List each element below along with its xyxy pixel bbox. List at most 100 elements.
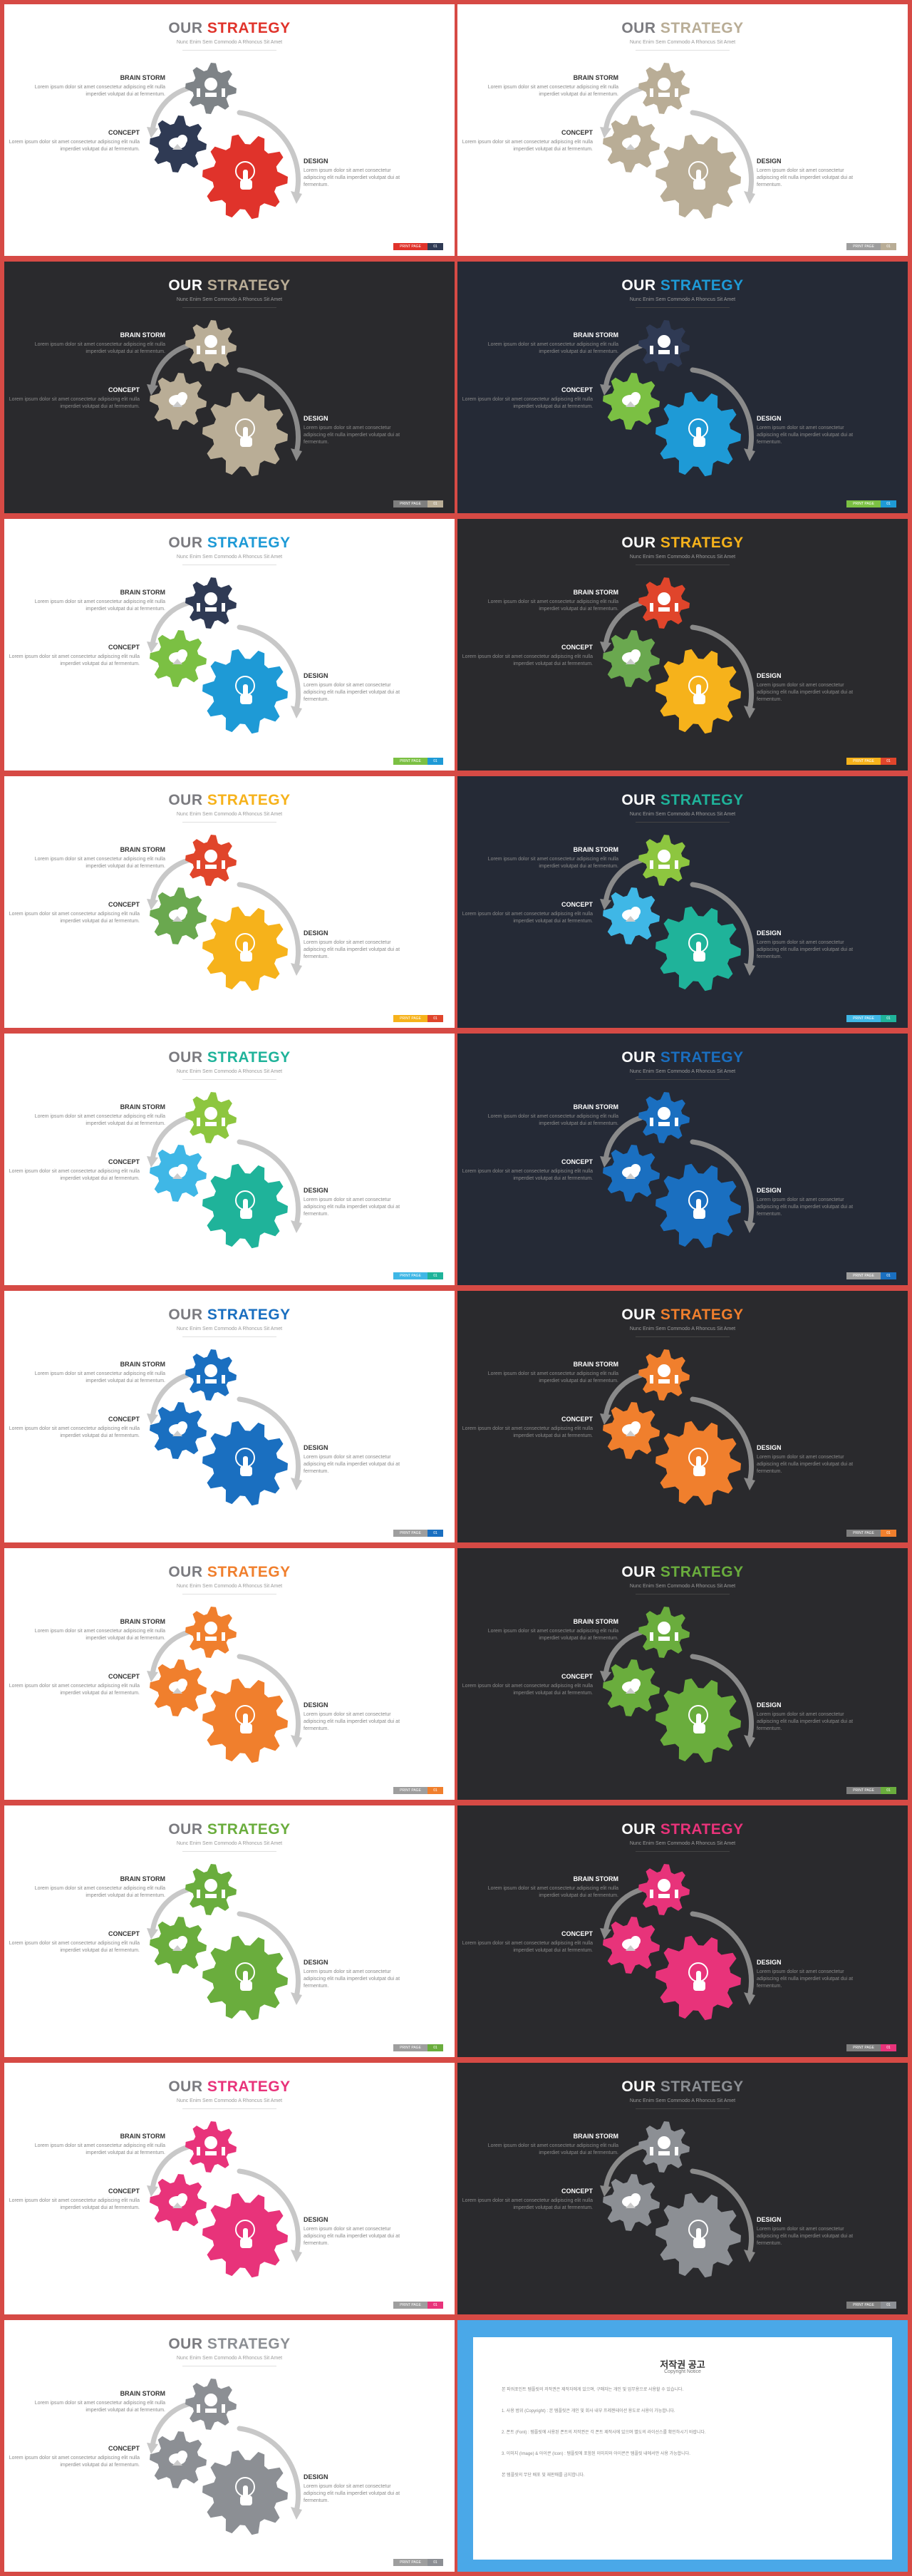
arrow-arc-right — [237, 1396, 301, 1485]
slide-thumbnail-14[interactable]: OUR STRATEGY Nunc Enim Sem Commodo A Rho… — [457, 1548, 908, 1800]
arrow-arc-right — [690, 1654, 755, 1742]
arrow-head-left — [147, 642, 158, 653]
slide-thumbnail-18[interactable]: OUR STRATEGY Nunc Enim Sem Commodo A Rho… — [457, 2063, 908, 2314]
gear-diagram — [600, 320, 755, 477]
design-text: Lorem ipsum dolor sit amet consectetur a… — [304, 2484, 400, 2503]
slide-thumbnail-5[interactable]: OUR STRATEGY Nunc Enim Sem Commodo A Rho… — [4, 519, 455, 771]
concept-text: Lorem ipsum dolor sit amet consectetur a… — [9, 397, 140, 409]
slide-title: OUR STRATEGY — [621, 1564, 744, 1580]
touch-hand-icon — [688, 1190, 708, 1219]
arrow-arc-left — [603, 1629, 644, 1678]
gear-diagram — [600, 2121, 755, 2278]
concept-text: Lorem ipsum dolor sit amet consectetur a… — [9, 1426, 140, 1438]
slide-thumbnail-7[interactable]: OUR STRATEGY Nunc Enim Sem Commodo A Rho… — [4, 776, 455, 1028]
slide-footer: PRINT PAGE 01 — [393, 758, 443, 765]
concept-label: CONCEPT — [561, 1158, 593, 1165]
touch-hand-icon — [235, 2220, 255, 2248]
arrow-head-right — [744, 706, 755, 718]
slide-thumbnail-10[interactable]: OUR STRATEGY Nunc Enim Sem Commodo A Rho… — [457, 1034, 908, 1285]
copyright-slide[interactable]: 저작권 공고 Copyright Notice 본 파워포인트 템플릿의 저작권… — [457, 2320, 908, 2572]
title-divider — [636, 50, 730, 51]
slide-title: OUR STRATEGY — [168, 1821, 291, 1838]
slide-footer: PRINT PAGE 01 — [393, 1787, 443, 1794]
brainstorm-text: Lorem ipsum dolor sit amet consectetur a… — [34, 1629, 165, 1641]
copyright-paragraph: 본 템플릿의 무단 배포 및 재판매를 금지합니다. — [502, 2473, 585, 2478]
slide-footer: PRINT PAGE 01 — [393, 1530, 443, 1537]
concept-text: Lorem ipsum dolor sit amet consectetur a… — [9, 1684, 140, 1696]
design-label: DESIGN — [304, 1701, 328, 1709]
brainstorm-text: Lorem ipsum dolor sit amet consectetur a… — [487, 1886, 618, 1898]
touch-hand-icon — [235, 676, 255, 704]
slide-thumbnail-15[interactable]: OUR STRATEGY Nunc Enim Sem Commodo A Rho… — [4, 1805, 455, 2057]
slide-title: OUR STRATEGY — [168, 535, 291, 551]
slide-subtitle: Nunc Enim Sem Commodo A Rhoncus Sit Amet — [176, 1326, 283, 1331]
slide-subtitle: Nunc Enim Sem Commodo A Rhoncus Sit Amet — [629, 1584, 736, 1589]
slide-thumbnail-17[interactable]: OUR STRATEGY Nunc Enim Sem Commodo A Rho… — [4, 2063, 455, 2314]
cloud-upload-icon — [622, 649, 641, 664]
touch-hand-icon — [688, 1448, 708, 1476]
footer-label: PRINT PAGE — [393, 2044, 428, 2051]
slide-thumbnail-6[interactable]: OUR STRATEGY Nunc Enim Sem Commodo A Rho… — [457, 519, 908, 771]
brainstorm-label: BRAIN STORM — [120, 589, 165, 596]
concept-label: CONCEPT — [561, 1673, 593, 1680]
concept-label: CONCEPT — [108, 386, 140, 393]
cloud-upload-icon — [622, 135, 641, 150]
concept-label: CONCEPT — [108, 1673, 140, 1680]
footer-label: PRINT PAGE — [393, 1015, 428, 1022]
title-divider — [636, 1336, 730, 1337]
arrow-head-right — [744, 448, 755, 461]
design-label: DESIGN — [304, 1959, 328, 1966]
lightbulb-people-icon — [650, 1622, 678, 1641]
concept-label: CONCEPT — [561, 1416, 593, 1423]
slide-thumbnail-11[interactable]: OUR STRATEGY Nunc Enim Sem Commodo A Rho… — [4, 1291, 455, 1542]
slide-thumbnail-19[interactable]: OUR STRATEGY Nunc Enim Sem Commodo A Rho… — [4, 2320, 455, 2572]
brainstorm-label: BRAIN STORM — [573, 1875, 618, 1882]
design-text: Lorem ipsum dolor sit amet consectetur a… — [304, 1712, 400, 1731]
slide-thumbnail-12[interactable]: OUR STRATEGY Nunc Enim Sem Commodo A Rho… — [457, 1291, 908, 1542]
copyright-paragraph: 본 파워포인트 템플릿의 저작권은 제작자에게 있으며, 구매자는 개인 및 업… — [502, 2388, 684, 2392]
slide-thumbnail-4[interactable]: OUR STRATEGY Nunc Enim Sem Commodo A Rho… — [457, 262, 908, 513]
cloud-upload-icon — [169, 1936, 187, 1951]
arrow-head-right — [744, 2250, 755, 2262]
concept-label: CONCEPT — [561, 386, 593, 393]
slide-thumbnail-9[interactable]: OUR STRATEGY Nunc Enim Sem Commodo A Rho… — [4, 1034, 455, 1285]
design-text: Lorem ipsum dolor sit amet consectetur a… — [304, 1197, 400, 1217]
touch-hand-icon — [235, 1190, 255, 1219]
gear-diagram — [147, 2379, 302, 2535]
arrow-arc-right — [690, 882, 755, 970]
touch-hand-icon — [235, 1448, 255, 1476]
slide-thumbnail-3[interactable]: OUR STRATEGY Nunc Enim Sem Commodo A Rho… — [4, 262, 455, 513]
slide-title: OUR STRATEGY — [621, 792, 744, 808]
slide-subtitle: Nunc Enim Sem Commodo A Rhoncus Sit Amet — [629, 812, 736, 817]
arrow-arc-right — [237, 367, 301, 455]
arrow-head-right — [744, 1735, 755, 1748]
title-divider — [182, 1851, 276, 1852]
brainstorm-text: Lorem ipsum dolor sit amet consectetur a… — [487, 1114, 618, 1126]
slide-thumbnail-8[interactable]: OUR STRATEGY Nunc Enim Sem Commodo A Rho… — [457, 776, 908, 1028]
arrow-head-right — [744, 191, 755, 204]
design-label: DESIGN — [304, 1187, 328, 1194]
lightbulb-people-icon — [197, 592, 225, 612]
design-label: DESIGN — [304, 158, 328, 165]
slide-thumbnail-1[interactable]: OUR STRATEGY Nunc Enim Sem Commodo A Rho… — [4, 4, 455, 256]
gear-diagram — [147, 1092, 302, 1249]
design-text: Lorem ipsum dolor sit amet consectetur a… — [304, 1455, 400, 1474]
slide-thumbnail-13[interactable]: OUR STRATEGY Nunc Enim Sem Commodo A Rho… — [4, 1548, 455, 1800]
slide-title: OUR STRATEGY — [168, 2078, 291, 2095]
arrow-arc-right — [690, 2168, 755, 2257]
slide-subtitle: Nunc Enim Sem Commodo A Rhoncus Sit Amet — [176, 555, 283, 560]
arrow-arc-left — [150, 1115, 191, 1163]
design-label: DESIGN — [304, 672, 328, 679]
copyright-paragraph: 3. 이미지 (Image) & 아이콘 (Icon) : 템플릿에 포함된 이… — [502, 2452, 690, 2456]
slide-thumbnail-2[interactable]: OUR STRATEGY Nunc Enim Sem Commodo A Rho… — [457, 4, 908, 256]
lightbulb-people-icon — [650, 2136, 678, 2155]
arrow-arc-right — [237, 2168, 301, 2257]
brainstorm-text: Lorem ipsum dolor sit amet consectetur a… — [34, 1114, 165, 1126]
slide-title: OUR STRATEGY — [168, 1564, 291, 1580]
design-label: DESIGN — [304, 2473, 328, 2480]
arrow-arc-left — [150, 857, 191, 906]
footer-page-number: 01 — [428, 500, 443, 508]
title-divider — [182, 1336, 276, 1337]
slide-thumbnail-16[interactable]: OUR STRATEGY Nunc Enim Sem Commodo A Rho… — [457, 1805, 908, 2057]
gear-diagram — [147, 320, 302, 477]
